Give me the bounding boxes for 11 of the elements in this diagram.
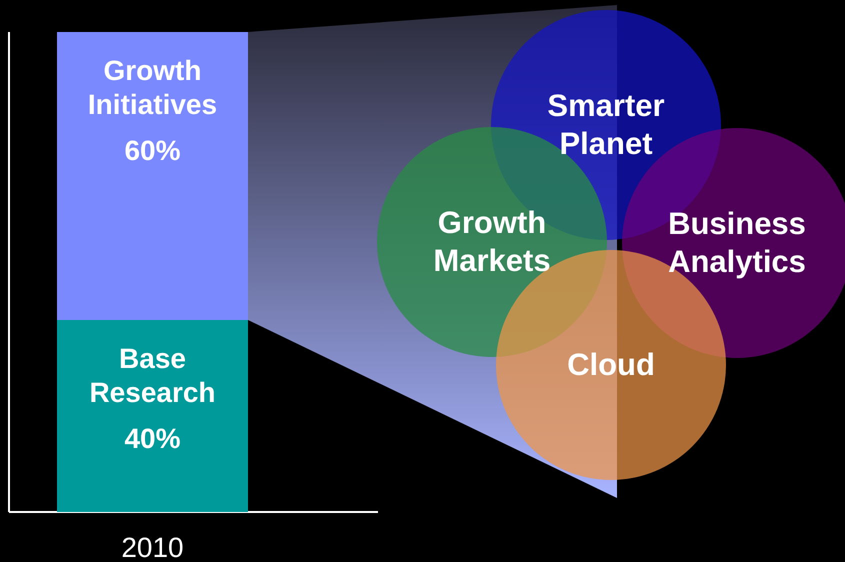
year-label: 2010 [120, 532, 185, 562]
bar-segment [57, 320, 248, 512]
segment-label: Base Research [88, 342, 217, 410]
percentage-label: 60% [124, 134, 181, 168]
segment-label: Growth Initiatives [86, 54, 218, 122]
percentage-label: 40% [124, 422, 181, 456]
circle-label: Cloud [566, 346, 656, 384]
circle-label: Business Analytics [667, 205, 807, 281]
circle-label: Smarter Planet [546, 87, 666, 163]
bar-segment [57, 32, 248, 320]
circle-label: Growth Markets [432, 204, 552, 280]
